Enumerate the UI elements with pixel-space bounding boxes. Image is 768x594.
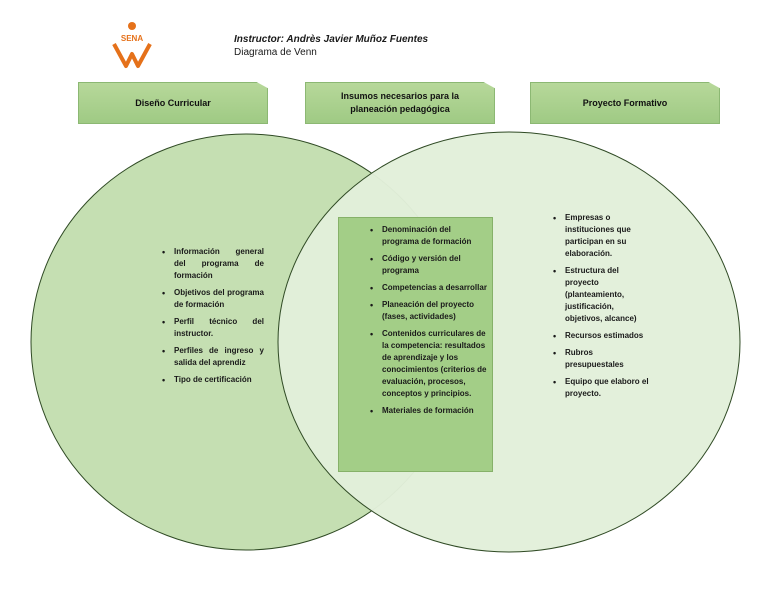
logo-text: SENA	[121, 34, 143, 43]
list-item: Objetivos del programa de formación	[160, 287, 264, 311]
header-right-label: Proyecto Formativo	[582, 97, 668, 108]
diagram-subtitle: Diagrama de Venn	[234, 47, 317, 58]
list-item: Empresas o instituciones que participan …	[551, 212, 651, 260]
sena-logo: SENA	[112, 22, 152, 68]
list-diseno-curricular: Información general del programa de form…	[160, 246, 264, 391]
list-item: Equipo que elaboro el proyecto.	[551, 376, 651, 400]
list-item: Tipo de certificación	[160, 374, 264, 386]
list-item: Información general del programa de form…	[160, 246, 264, 282]
list-item: Denominación del programa de formación	[368, 224, 488, 248]
logo-mark	[112, 43, 152, 68]
list-item: Código y versión del programa	[368, 253, 488, 277]
header-mid-line2: planeación pedagógica	[350, 104, 450, 114]
list-item: Planeación del proyecto (fases, activida…	[368, 299, 488, 323]
list-item: Perfiles de ingreso y salida del aprendi…	[160, 345, 264, 369]
header-left-label: Diseño Curricular	[135, 97, 211, 108]
header-mid-line1: Insumos necesarios para la	[340, 91, 460, 101]
header-insumos: Insumos necesarios para la planeación pe…	[305, 82, 495, 124]
list-item: Competencias a desarrollar	[368, 282, 488, 294]
list-item: Recursos estimados	[551, 330, 651, 342]
list-item: Estructura del proyecto (planteamiento, …	[551, 265, 651, 325]
header-proyecto-formativo: Proyecto Formativo	[530, 82, 720, 124]
list-insumos: Denominación del programa de formación C…	[368, 224, 488, 422]
list-item: Materiales de formación	[368, 405, 488, 417]
list-item: Rubros presupuestales	[551, 347, 651, 371]
list-item: Perfil técnico del instructor.	[160, 316, 264, 340]
header-diseno-curricular: Diseño Curricular	[78, 82, 268, 124]
instructor-name: Instructor: Andrès Javier Muñoz Fuentes	[234, 34, 429, 45]
header-mid-label: Insumos necesarios para la planeación pe…	[341, 90, 459, 116]
logo-dot	[128, 22, 136, 30]
list-item: Contenidos curriculares de la competenci…	[368, 328, 488, 400]
list-proyecto-formativo: Empresas o instituciones que participan …	[551, 212, 651, 405]
